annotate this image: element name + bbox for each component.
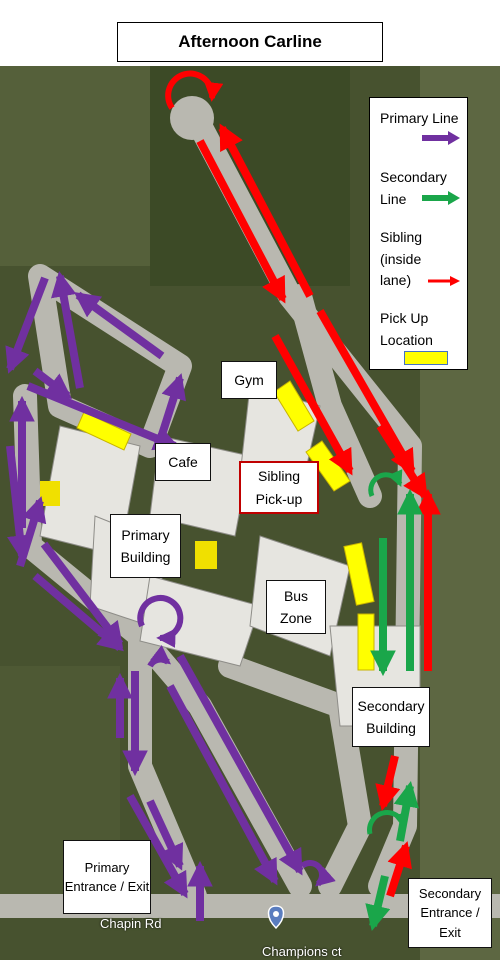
u-turn-icon: [137, 595, 184, 648]
bus-zone-label: Bus Zone: [266, 580, 326, 634]
legend: Primary Line Secondary Line Sibling (ins…: [369, 97, 468, 370]
legend-pickup: Pick Up Location: [380, 308, 460, 351]
legend-sibling-arrow-icon: [428, 276, 460, 286]
secondary-line-arrows: [365, 488, 423, 931]
legend-primary-label: Primary Line: [380, 110, 459, 126]
map-pin-icon: [267, 905, 285, 930]
legend-pickup-swatch: [404, 351, 448, 365]
cafe-label: Cafe: [155, 443, 211, 481]
legend-pickup-label: Pick Up Location: [380, 310, 433, 348]
champions-court-label: Champions ct: [262, 944, 342, 959]
primary-building-label: Primary Building: [110, 514, 181, 578]
secondary-building-label: Secondary Building: [352, 687, 430, 747]
secondary-entrance-label: Secondary Entrance / Exit: [408, 878, 492, 948]
gym-label: Gym: [221, 361, 277, 399]
legend-secondary: Secondary Line: [380, 167, 460, 210]
chapin-road-label: Chapin Rd: [100, 916, 162, 931]
legend-secondary-arrow-icon: [422, 191, 460, 205]
pickup-zones: [76, 380, 375, 671]
legend-secondary-label: Secondary Line: [380, 169, 447, 207]
legend-sibling: Sibling (inside lane): [380, 227, 442, 292]
primary-entrance-label: Primary Entrance / Exit: [63, 840, 151, 914]
legend-primary: Primary Line: [380, 108, 460, 130]
legend-primary-arrow-icon: [422, 131, 460, 145]
sibling-pickup-label: Sibling Pick-up: [239, 461, 319, 514]
primary-line-arrows: [5, 270, 304, 921]
sibling-lane-arrows: [196, 123, 441, 898]
legend-sibling-label: Sibling (inside lane): [380, 229, 423, 289]
map-title: Afternoon Carline: [117, 22, 383, 62]
